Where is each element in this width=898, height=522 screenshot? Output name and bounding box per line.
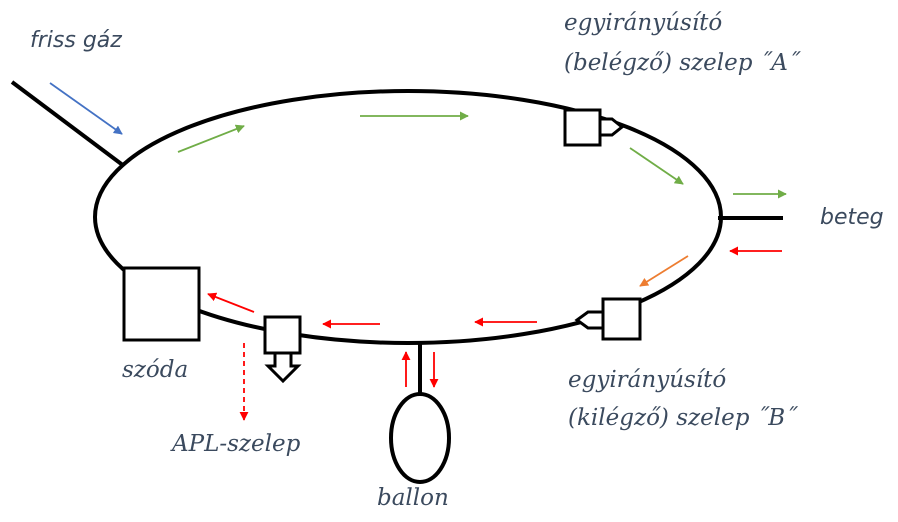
fresh-gas-tube (10, 80, 126, 168)
apl-valve (263, 315, 302, 384)
patient-label: beteg (820, 205, 884, 230)
fresh-gas-arrow (49, 82, 123, 135)
valve-b-label-line1: egyirányúsító (568, 367, 726, 393)
inspiratory-flow-arrow (177, 124, 245, 153)
valve-a (563, 108, 625, 147)
soda-lime-canister (122, 266, 201, 342)
valve-b (574, 297, 642, 341)
inspiratory-flow-arrow (629, 147, 684, 185)
valve-a-label-line2: (belégző) szelep ˝A˝ (564, 50, 801, 76)
valve-b-label-line2: (kilégző) szelep ˝B˝ (568, 405, 798, 431)
soda-label: szóda (122, 357, 188, 383)
fresh-gas-label: friss gáz (30, 28, 122, 53)
balloon (389, 392, 451, 484)
transition-flow-arrow (639, 255, 689, 287)
apl-valve-label: APL-szelep (170, 431, 301, 457)
balloon-label: ballon (377, 485, 449, 511)
valve-a-label-line1: egyirányúsító (564, 10, 722, 36)
expiratory-flow-arrow (207, 292, 255, 313)
